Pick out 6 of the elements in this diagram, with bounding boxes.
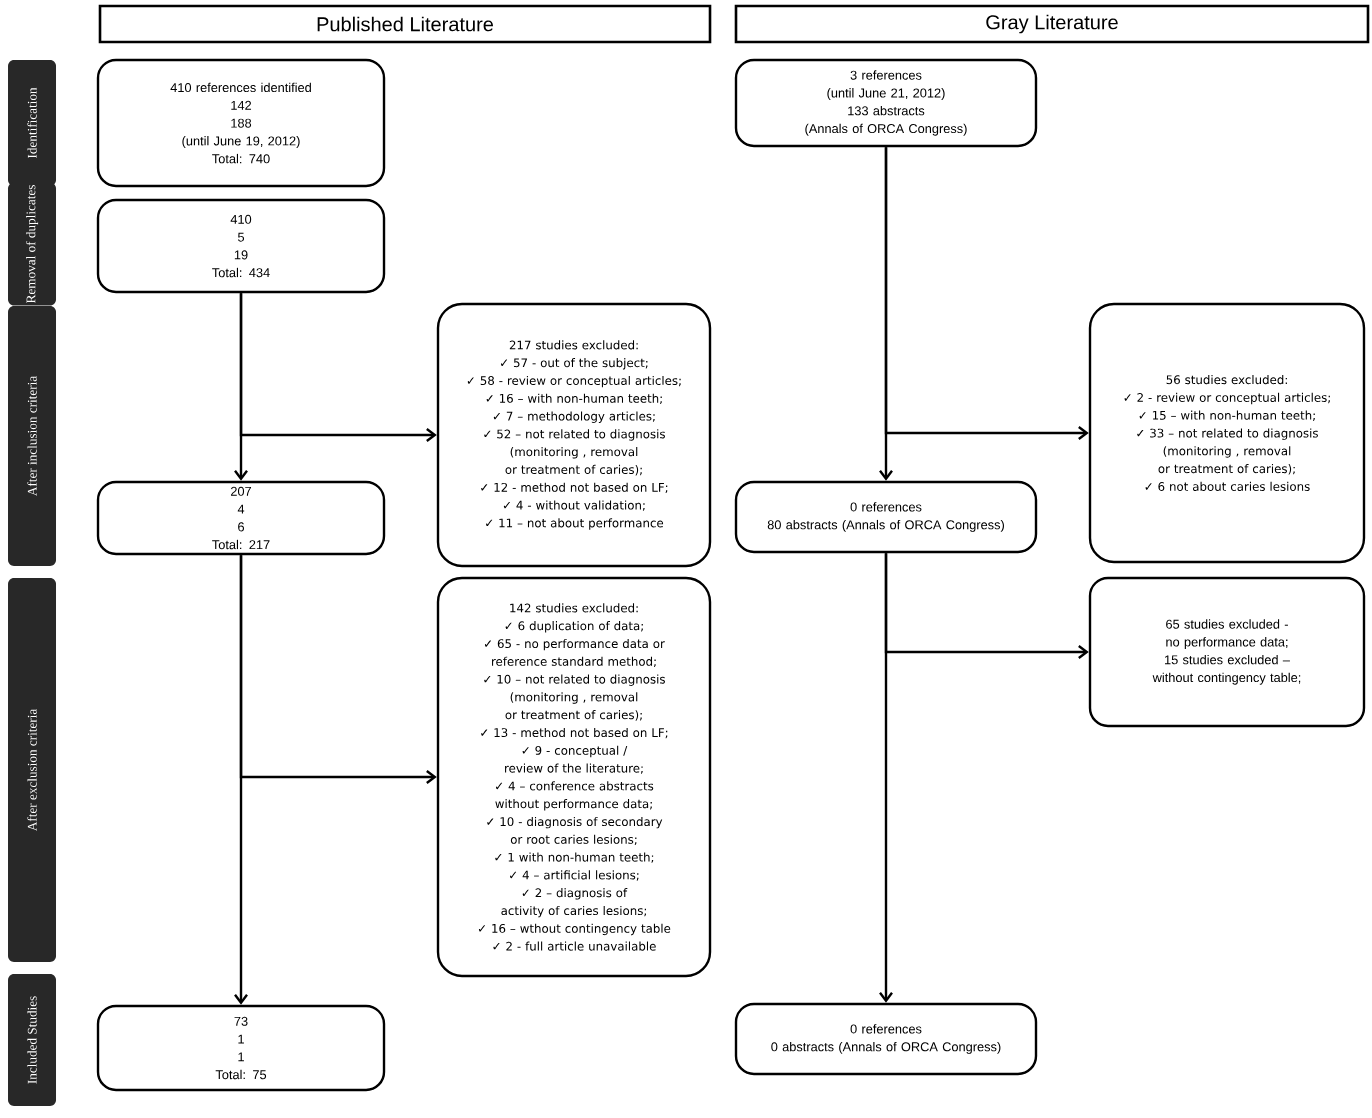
arrow — [239, 293, 437, 442]
section-header: Gray Literature — [734, 4, 1370, 44]
section-header: Published Literature — [98, 4, 712, 44]
arrow — [239, 555, 437, 784]
arrow — [884, 553, 1089, 659]
arrow — [884, 147, 1089, 440]
